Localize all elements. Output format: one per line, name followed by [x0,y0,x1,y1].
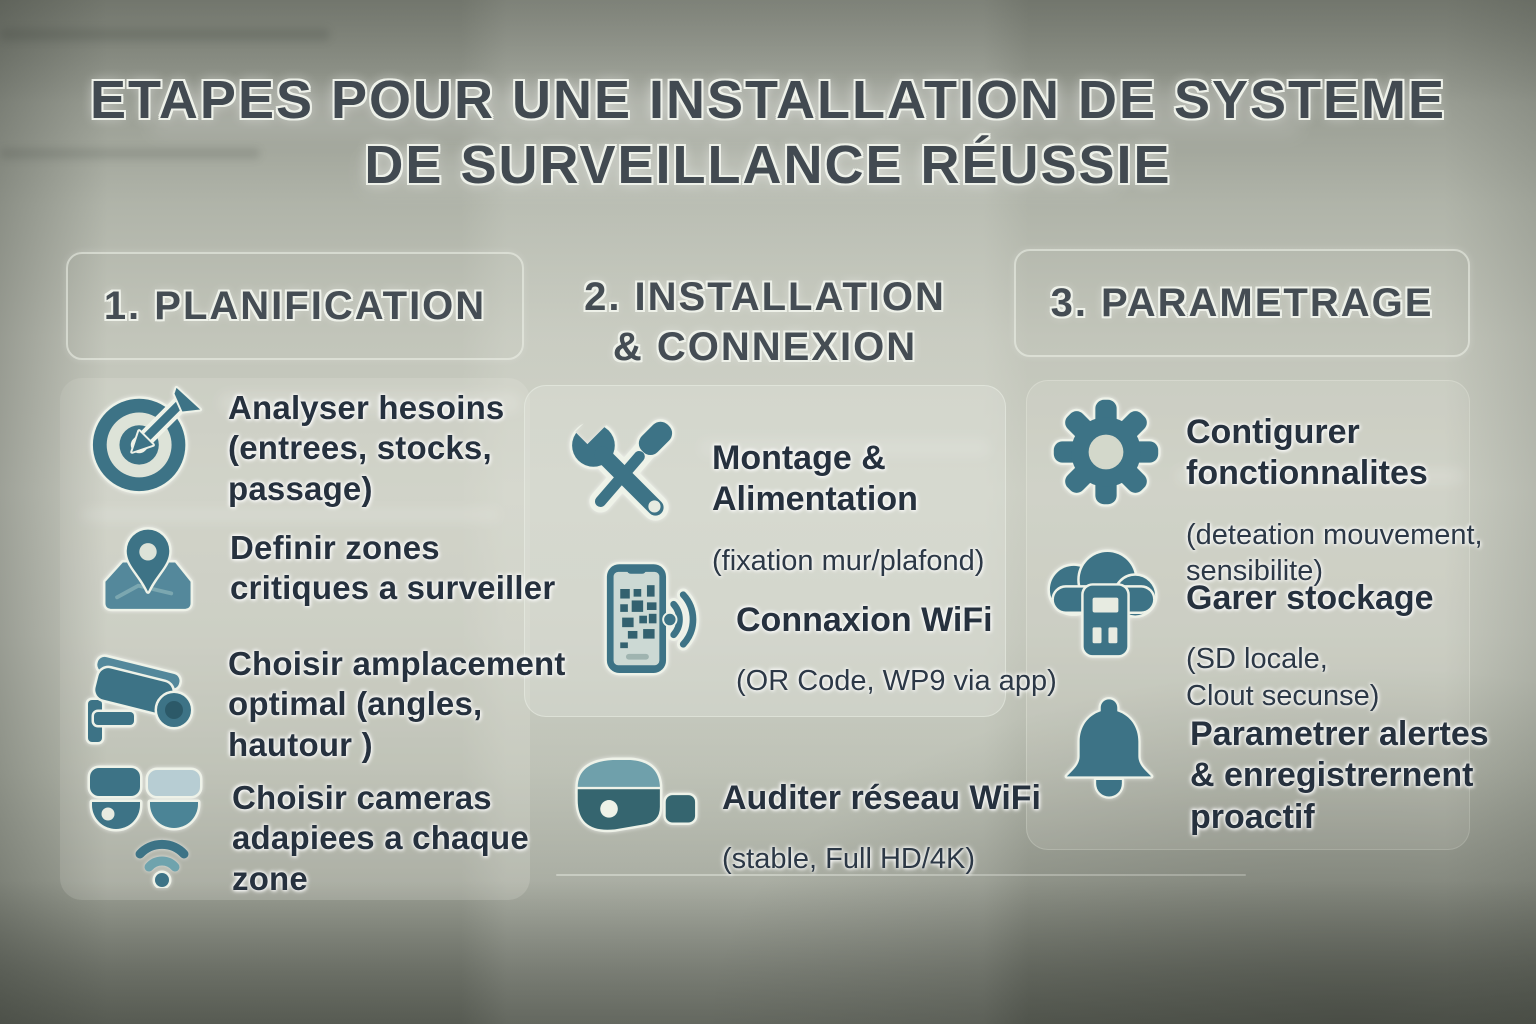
gear-icon [1048,394,1164,510]
item-title: Montage & Alimentation [712,439,918,519]
camera-icon [566,748,698,856]
phone-qr-wifi-icon [584,560,708,680]
column-header-parametrage: 3. PARAMETRAGE [1050,281,1434,325]
item-text: Definir zones critiques a surveiller [230,529,556,607]
cctv-camera-icon [80,638,210,758]
item-text-block: Auditer réseau WiFi (stable, Full HD/4K) [722,748,1041,896]
cloud-sd-storage-icon [1036,546,1170,670]
page-title: ETAPES POUR UNE INSTALLATION DE SYSTEME … [89,70,1447,195]
header-installation-wrap: 2. INSTALLATION & CONNEXION [530,272,1000,372]
item-subtitle: (stable, Full HD/4K) [722,843,976,876]
item-subtitle: (OR Code, WP9 via app) [736,665,1057,698]
item-text-block: Garer stockage (SD locale, Clout secunse… [1186,546,1434,732]
wrench-screwdriver-icon [566,418,688,540]
item-title: Garer stockage [1186,579,1434,617]
item-title: Parametrer alertes & enregistrernent pro… [1190,715,1489,836]
item-text: Choisir amplacement optimal (angles, hau… [228,645,566,763]
item-definir-zones: Definir zones critiques a surveiller [90,518,555,634]
item-text-block: Montage & Alimentation (fixation mur/pla… [712,418,984,597]
item-text: Choisir cameras adapiees a chaque zone [232,779,529,897]
target-arrow-icon [88,382,206,500]
item-text-block: Contigurer fonctionnalites (deteation mo… [1186,394,1483,607]
item-configurer-fonctionnalites: Contigurer fonctionnalites (deteation mo… [1048,394,1483,607]
item-title: Connaxion WiFi [736,601,993,639]
column-header-installation: 2. INSTALLATION & CONNEXION [584,275,946,369]
item-title: Auditer réseau WiFi [722,779,1041,817]
item-montage-alimentation: Montage & Alimentation (fixation mur/pla… [566,418,984,597]
item-text-block: Connaxion WiFi (OR Code, WP9 via app) [736,560,1057,718]
item-analyser-besoins: Analyser hesoins (entrees, stocks, passa… [88,382,504,509]
item-gerer-stockage: Garer stockage (SD locale, Clout secunse… [1036,546,1434,732]
dome-cameras-wifi-icon [84,762,214,888]
item-subtitle: (SD locale, Clout secunse) [1186,643,1380,712]
bell-icon [1054,688,1164,806]
item-choisir-emplacement: Choisir amplacement optimal (angles, hau… [80,638,566,765]
column-header-planification: 1. PLANIFICATION [103,284,487,328]
item-choisir-cameras: Choisir cameras adapiees a chaque zone [84,762,529,899]
item-text-block: Parametrer alertes & enregistrernent pro… [1190,688,1489,856]
item-title: Contigurer fonctionnalites [1186,413,1428,493]
item-auditer-reseau: Auditer réseau WiFi (stable, Full HD/4K) [566,748,1041,896]
item-subtitle: (fixation mur/plafond) [712,544,985,577]
item-subtitle: (deteation mouvement, sensibilite) [1186,518,1483,588]
bottom-divider [556,874,1246,876]
header-box-parametrage: 3. PARAMETRAGE [1014,249,1470,357]
map-pin-icon [90,518,206,634]
item-connexion-wifi: Connaxion WiFi (OR Code, WP9 via app) [584,560,1057,718]
item-parametrer-alertes: Parametrer alertes & enregistrernent pro… [1054,688,1489,856]
header-box-planification: 1. PLANIFICATION [66,252,524,360]
item-text: Analyser hesoins (entrees, stocks, passa… [228,389,505,507]
